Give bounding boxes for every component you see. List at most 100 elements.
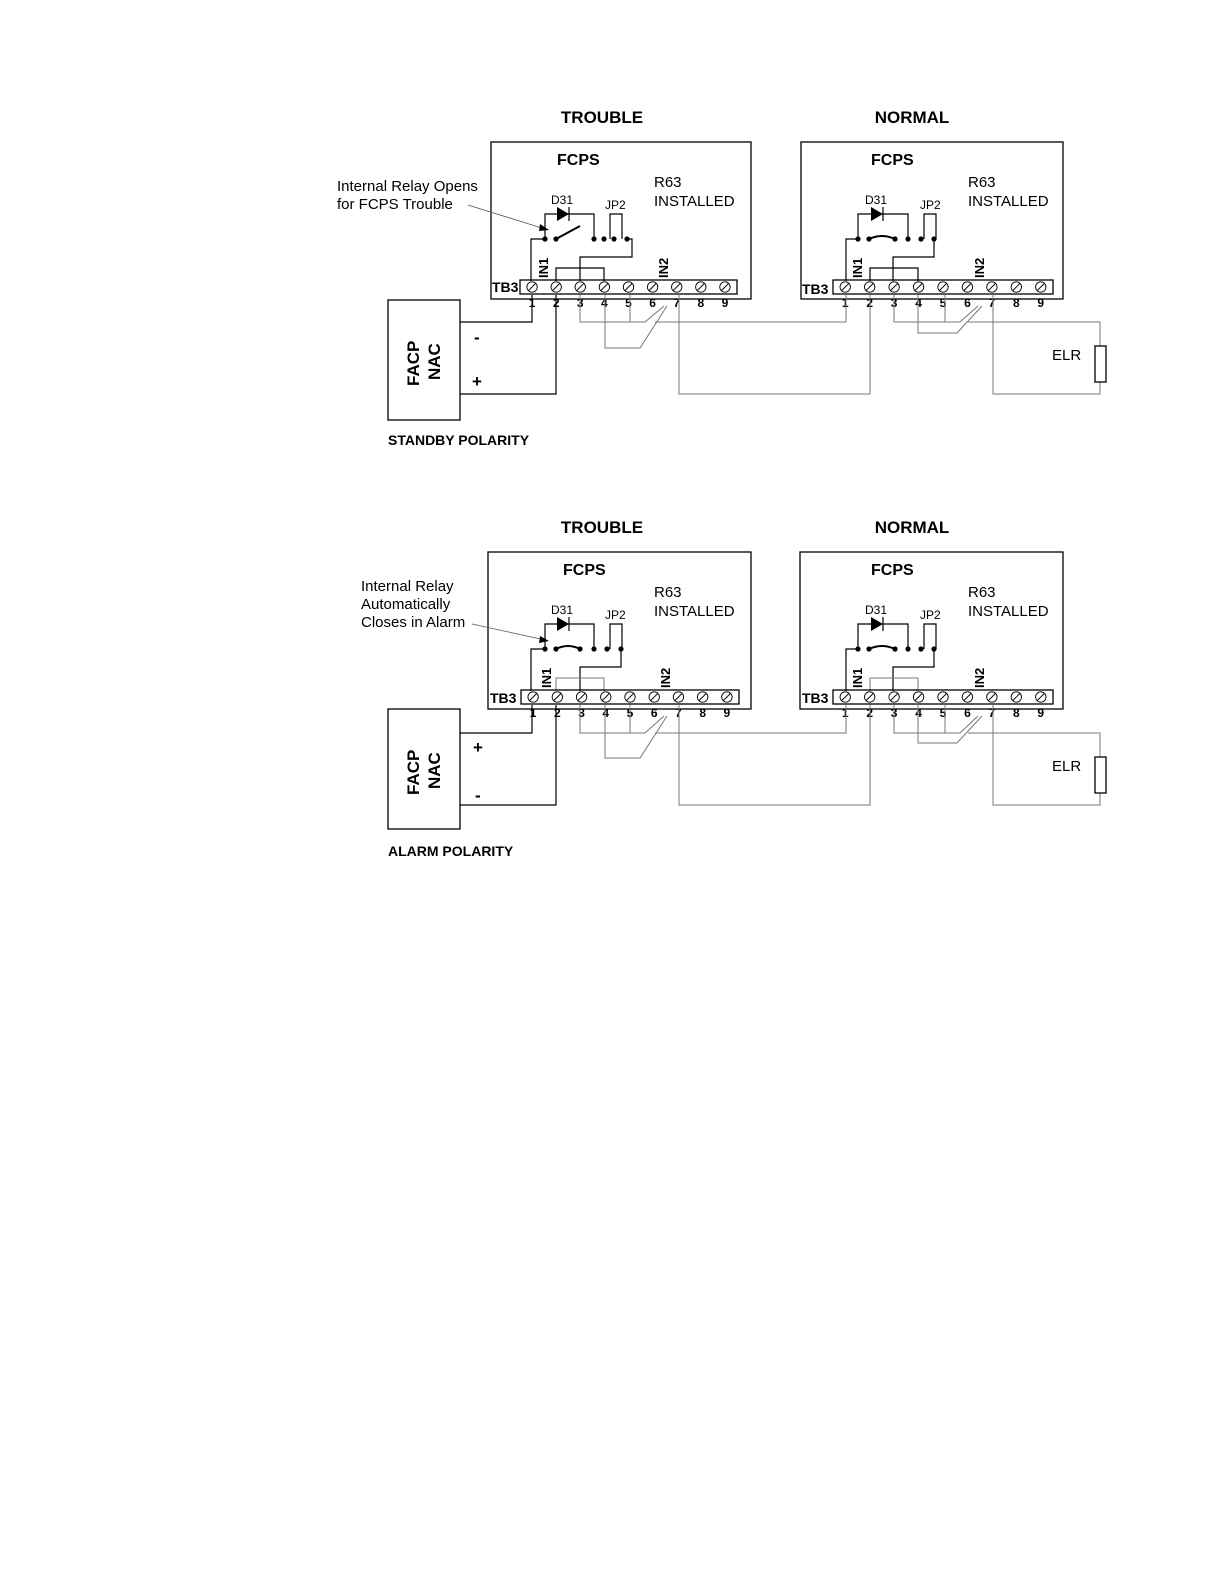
fcps-module-normal: FCPS R63 INSTALLED D31 JP2 IN1 [799, 551, 1064, 720]
callout-leader [471, 623, 546, 641]
d31-label: D31 [865, 193, 887, 207]
relay-callout: Closes in Alarm [361, 614, 465, 631]
installed-label: INSTALLED [968, 193, 1049, 210]
fcps-box [490, 141, 752, 300]
terminal-number: 5 [625, 296, 632, 310]
normal-heading: NORMAL [875, 108, 950, 127]
terminal-number: 6 [964, 706, 971, 720]
elr-resistor [1094, 756, 1107, 794]
tb3-label: TB3 [490, 690, 517, 706]
in1-label: IN1 [536, 258, 551, 278]
terminal-number: 4 [602, 706, 609, 720]
tb3-label: TB3 [802, 690, 829, 706]
terminal-number: 7 [673, 296, 680, 310]
relay-contact-closed [868, 235, 896, 240]
in1-label: IN1 [850, 668, 865, 688]
relay-callout: Automatically [361, 596, 451, 613]
d31-label: D31 [551, 193, 573, 207]
terminal-number: 6 [964, 296, 971, 310]
field-wiring [579, 295, 1101, 395]
nac-label: NAC [425, 752, 444, 789]
in2-label: IN2 [658, 668, 673, 688]
diode-d31-icon [871, 207, 883, 221]
positive-terminal: + [472, 372, 482, 391]
tb3-label: TB3 [492, 279, 519, 295]
terminal-number: 1 [842, 706, 849, 720]
fcps-box [799, 551, 1064, 710]
elr-label: ELR [1052, 758, 1081, 775]
terminal-number: 9 [722, 296, 729, 310]
fcps-module-trouble: FCPS R63 INSTALLED D31 JP2 IN1 [490, 141, 752, 310]
terminal-strip [519, 279, 738, 295]
standby-polarity-caption: STANDBY POLARITY [388, 432, 530, 448]
relay-circuit [845, 617, 937, 691]
terminal-number: 7 [989, 706, 996, 720]
relay-circuit [530, 207, 633, 281]
terminal-number: 3 [578, 706, 585, 720]
terminal-number: 1 [842, 296, 849, 310]
fcps-label: FCPS [563, 562, 606, 579]
trouble-heading: TROUBLE [561, 518, 643, 537]
r63-label: R63 [968, 174, 996, 191]
facp-label: FACP [404, 750, 423, 795]
terminal-number: 5 [940, 296, 947, 310]
terminal-number: 2 [554, 706, 561, 720]
fcps-label: FCPS [557, 152, 600, 169]
positive-terminal: + [473, 738, 483, 757]
d31-label: D31 [551, 603, 573, 617]
field-wiring [579, 705, 1101, 806]
terminal-number: 5 [940, 706, 947, 720]
terminal-number: 7 [989, 296, 996, 310]
in2-label: IN2 [972, 668, 987, 688]
r63-label: R63 [968, 584, 996, 601]
in1-label: IN1 [539, 668, 554, 688]
relay-callout: Internal Relay [361, 578, 454, 595]
elr-resistor [1094, 345, 1107, 383]
diode-d31-icon [871, 617, 883, 631]
fcps-box [487, 551, 752, 710]
in2-label: IN2 [656, 258, 671, 278]
jp2-label: JP2 [605, 198, 626, 212]
installed-label: INSTALLED [654, 603, 735, 620]
terminal-number: 9 [1037, 296, 1044, 310]
terminal-number: 9 [724, 706, 731, 720]
terminal-number: 4 [915, 296, 922, 310]
relay-contact-closed [868, 645, 896, 650]
terminal-number: 8 [1013, 296, 1020, 310]
diode-d31-icon [557, 617, 569, 631]
terminal-strip [520, 689, 740, 705]
terminal-number: 9 [1037, 706, 1044, 720]
relay-circuit [530, 617, 624, 691]
negative-terminal: - [474, 328, 480, 347]
terminal-number: 1 [530, 706, 537, 720]
standby-polarity-diagram: TROUBLE NORMAL FCPS R63 INSTALLED D31 JP… [337, 108, 1107, 448]
normal-heading: NORMAL [875, 518, 950, 537]
relay-contact-open [555, 225, 581, 240]
terminal-number: 8 [697, 296, 704, 310]
jp2-label: JP2 [920, 608, 941, 622]
callout-leader [467, 204, 546, 230]
alarm-polarity-diagram: TROUBLE NORMAL FCPS R63 INSTALLED D31 JP… [361, 518, 1107, 859]
facp-nac-box [387, 708, 461, 830]
terminal-number: 4 [915, 706, 922, 720]
fcps-label: FCPS [871, 562, 914, 579]
installed-label: INSTALLED [654, 193, 735, 210]
relay-contact-closed [555, 645, 581, 650]
alarm-polarity-caption: ALARM POLARITY [388, 843, 514, 859]
trouble-heading: TROUBLE [561, 108, 643, 127]
terminal-number: 8 [1013, 706, 1020, 720]
tb3-label: TB3 [802, 281, 829, 297]
terminal-number: 6 [651, 706, 658, 720]
fcps-label: FCPS [871, 152, 914, 169]
facp-label: FACP [404, 341, 423, 386]
fcps-box [800, 141, 1064, 300]
installed-label: INSTALLED [968, 603, 1049, 620]
fcps-module-trouble: FCPS R63 INSTALLED D31 JP2 IN1 [487, 551, 752, 720]
fcps-module-normal: FCPS R63 INSTALLED D31 JP2 IN1 [800, 141, 1064, 310]
negative-terminal: - [475, 786, 481, 805]
nac-label: NAC [425, 343, 444, 380]
